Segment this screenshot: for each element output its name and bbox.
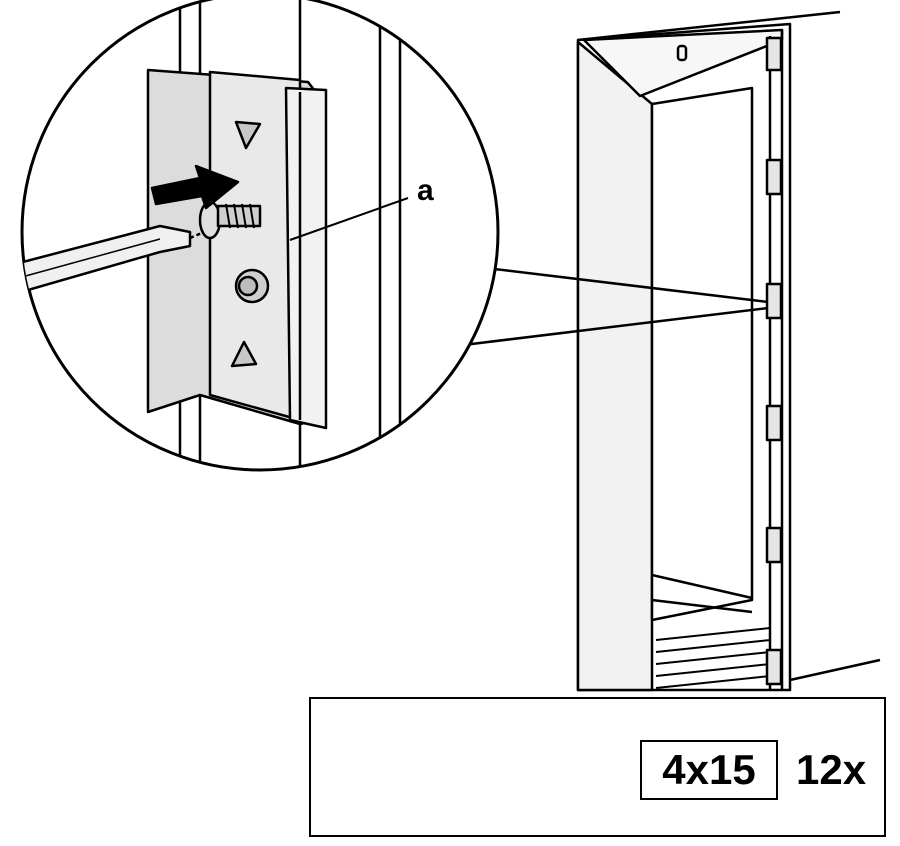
- screw-quantity: 12x: [796, 746, 867, 793]
- screw-size-label: 4x15: [640, 740, 778, 800]
- parts-list-box: [309, 697, 886, 837]
- callout-label-a: a: [417, 174, 434, 207]
- magnifier-circle: [20, 0, 500, 472]
- cabinet-niche: [576, 10, 881, 692]
- magnifier-leader-lines: [454, 264, 769, 348]
